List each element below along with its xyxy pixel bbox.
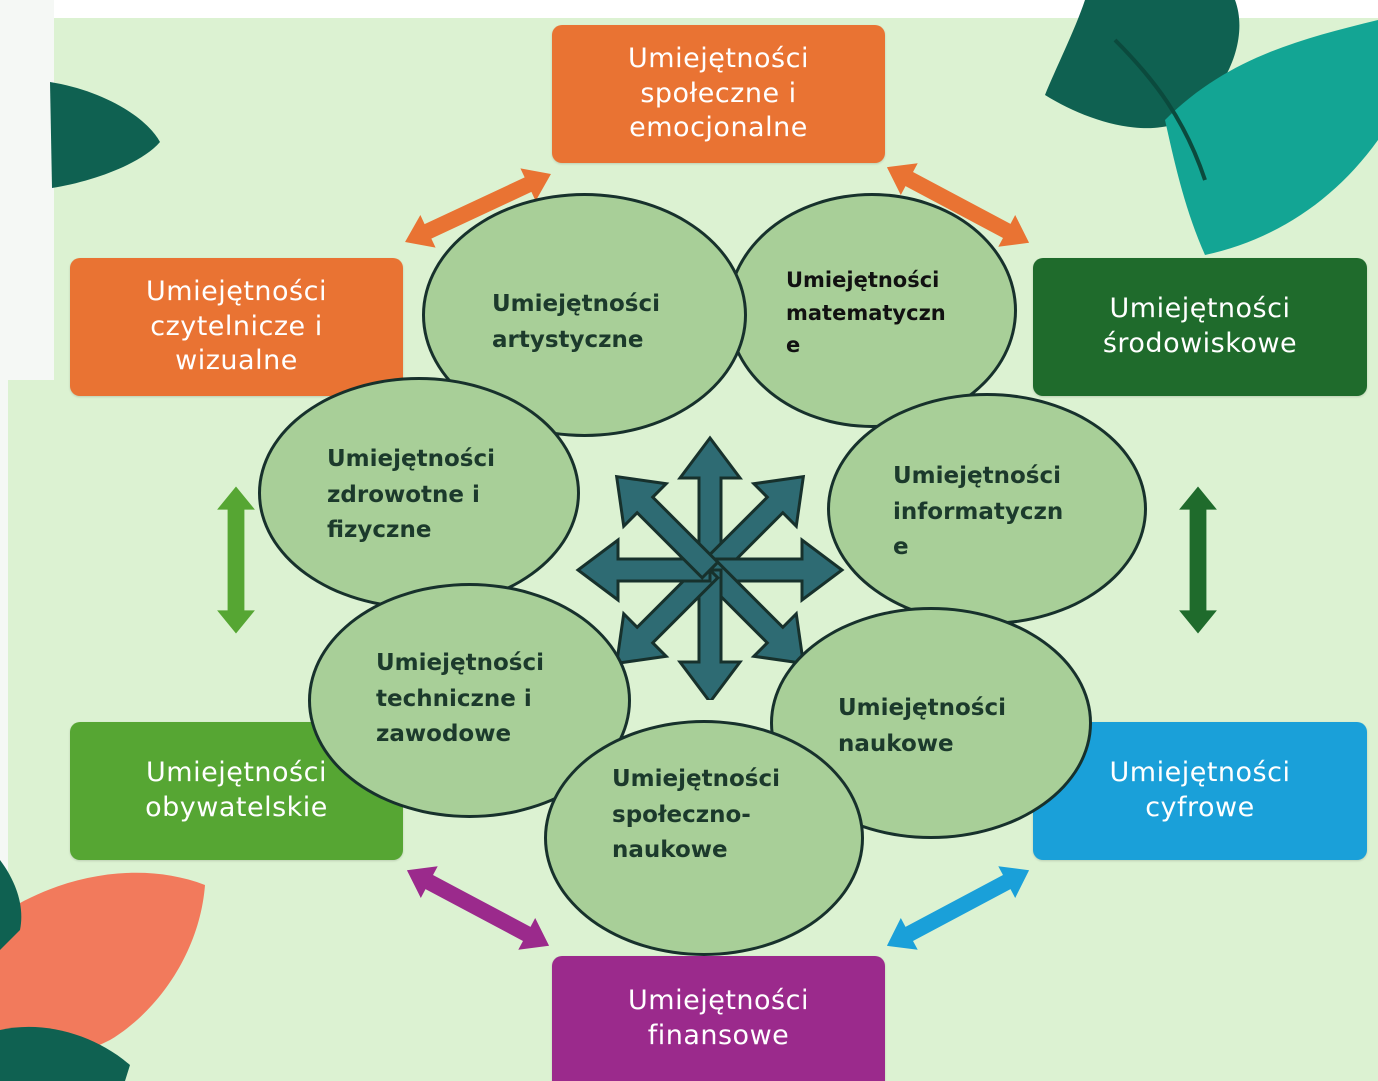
oval-line: e: [786, 333, 801, 358]
white-side-panel: [0, 0, 54, 380]
box-line: Umiejętności: [628, 984, 809, 1016]
oval-math-label: Umiejętności matematyczn e: [786, 264, 946, 362]
oval-line: Umiejętności: [327, 446, 495, 472]
box-line: finansowe: [647, 1019, 790, 1051]
oval-health-label: Umiejętności zdrowotne i fizyczne: [327, 442, 495, 549]
oval-it-label: Umiejętności informatyczn e: [893, 459, 1063, 566]
oval-line: fizyczne: [327, 517, 432, 544]
oval-social-science: [544, 720, 864, 956]
oval-line: Umiejętności: [893, 463, 1061, 489]
double-arrow-bottom-right: [878, 854, 1038, 962]
oval-line: naukowe: [612, 837, 728, 864]
leaf-decoration-top-left: [50, 82, 160, 188]
oval-math: [727, 193, 1017, 428]
oval-line: Umiejętności: [786, 268, 940, 292]
oval-line: e: [893, 534, 909, 561]
box-line: czytelnicze i: [150, 310, 323, 342]
double-arrow-right: [1179, 486, 1217, 634]
oval-line: Umiejętności: [612, 766, 780, 792]
leaf-decoration-top-right: [1045, 0, 1378, 255]
oval-technical-label: Umiejętności techniczne i zawodowe: [376, 646, 544, 753]
oval-line: matematyczn: [786, 300, 946, 325]
oval-social-science-label: Umiejętności społeczno-naukowe: [612, 762, 780, 869]
box-line: społeczne i: [640, 77, 797, 109]
box-line: Umiejętności: [146, 757, 327, 788]
leaf-decoration-bottom-left: [0, 860, 205, 1081]
box-line: Umiejętności: [1109, 293, 1291, 325]
oval-line: Umiejętności: [838, 695, 1006, 721]
box-line: Umiejętności: [146, 276, 327, 308]
box-line: Umiejętności: [628, 43, 809, 75]
oval-health: [258, 377, 580, 609]
box-line: cyfrowe: [1145, 791, 1255, 823]
oval-line: Umiejętności: [376, 650, 544, 676]
oval-line: Umiejętności: [492, 291, 660, 317]
oval-line: naukowe: [838, 730, 954, 757]
box-line: środowiskowe: [1102, 328, 1298, 359]
oval-line: artystyczne: [492, 326, 644, 353]
box-line: obywatelskie: [145, 791, 328, 823]
oval-line: techniczne i: [376, 685, 532, 712]
oval-artistic-label: Umiejętności artystyczne: [492, 287, 660, 358]
oval-line: społeczno-: [612, 801, 751, 828]
oval-it: [827, 393, 1147, 625]
box-line: Umiejętności: [1109, 757, 1291, 788]
box-line: emocjonalne: [629, 112, 808, 144]
oval-science-label: Umiejętności naukowe: [838, 691, 1006, 762]
white-side-strip: [0, 380, 8, 880]
double-arrow-left: [217, 486, 255, 634]
oval-line: zdrowotne i: [327, 481, 480, 508]
oval-line: informatyczn: [893, 498, 1064, 525]
double-arrow-bottom-left: [398, 854, 558, 962]
oval-line: zawodowe: [376, 721, 512, 748]
box-line: wizualne: [175, 345, 298, 377]
